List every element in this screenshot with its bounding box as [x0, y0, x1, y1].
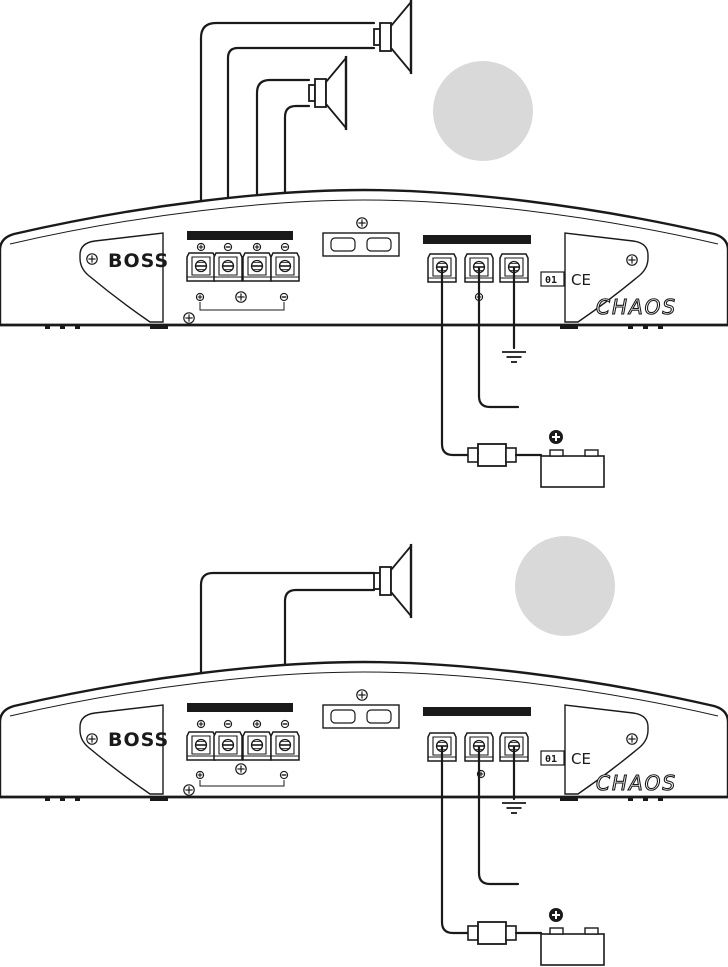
minus-icon: [281, 720, 288, 727]
screw-icon: [627, 734, 637, 744]
fuse-icon: [468, 444, 516, 466]
screw-icon: [87, 734, 97, 744]
screw-icon: [184, 785, 194, 795]
diagram-lower: BOSS 01 CE CHAOS: [0, 536, 728, 965]
ce-mark: CE: [571, 750, 591, 768]
plus-icon: [253, 720, 260, 727]
screw-icon: [236, 764, 246, 774]
cert-code: 01: [545, 754, 557, 765]
info-badge-circle: [515, 536, 615, 636]
speaker-terminal: [243, 253, 271, 281]
ground-icon: [502, 352, 526, 362]
fuse-icon: [468, 922, 516, 944]
minus-icon: [224, 720, 231, 727]
speaker-icon: [374, 544, 411, 618]
ground-icon: [502, 803, 526, 813]
speaker-terminal: [271, 732, 299, 760]
speaker-terminal: [187, 253, 215, 281]
speaker-icon: [309, 56, 346, 130]
speaker-icon: [374, 0, 411, 74]
minus-icon: [281, 243, 288, 250]
minus-icon: [224, 243, 231, 250]
ce-mark: CE: [571, 271, 591, 289]
screw-icon: [87, 254, 97, 264]
info-badge-circle: [433, 61, 533, 161]
plus-icon: [196, 771, 203, 778]
plus-icon: [197, 720, 204, 727]
model-logo: CHAOS: [596, 295, 677, 319]
speaker-terminal: [243, 732, 271, 760]
model-logo: CHAOS: [596, 771, 677, 795]
speaker-terminal: [214, 253, 242, 281]
battery-icon: [541, 430, 604, 487]
plus-icon: [197, 243, 204, 250]
screw-icon: [357, 218, 367, 228]
diagram-upper: BOSS 01 CE CHAOS: [0, 0, 728, 487]
screw-icon: [357, 690, 367, 700]
screw-icon: [627, 255, 637, 265]
speaker-terminal: [271, 253, 299, 281]
cert-code: 01: [545, 275, 557, 286]
speaker-terminal: [214, 732, 242, 760]
plus-icon: [253, 243, 260, 250]
plus-icon: [196, 293, 203, 300]
screw-icon: [184, 313, 194, 323]
minus-icon: [280, 771, 287, 778]
screw-icon: [236, 292, 246, 302]
brand-logo: BOSS: [108, 729, 169, 751]
brand-logo: BOSS: [108, 250, 169, 272]
speaker-terminal: [187, 732, 215, 760]
battery-icon: [541, 908, 604, 965]
minus-icon: [280, 293, 287, 300]
